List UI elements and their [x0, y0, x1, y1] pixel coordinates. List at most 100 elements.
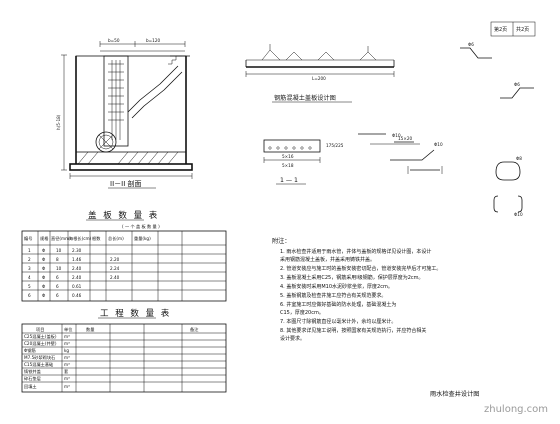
- note-line: 3. 盖板混凝土采用C25，钢筋采用I级钢筋，保护层厚度为2cm。: [280, 274, 424, 281]
- cell: 6: [56, 293, 59, 298]
- cell: 8: [56, 257, 59, 262]
- rebar-label-2: Φ6: [514, 82, 520, 87]
- quantity-header-2: 数量: [86, 326, 94, 333]
- cell: Φ: [42, 293, 46, 298]
- quantity-unit: m³: [64, 362, 70, 367]
- section-view: b=50 b=120 h(5-18): [56, 38, 193, 189]
- section-title: II－II 剖面: [110, 179, 141, 188]
- rebar-row: 1 Φ 10 2.30: [28, 248, 82, 253]
- cell: 2.20: [110, 257, 120, 262]
- quantity-item: C15混凝土基础: [24, 361, 53, 368]
- rebar-label-5: 175/225: [326, 143, 344, 148]
- rebar-row: 3 Φ 10 2.40 2.24: [28, 266, 120, 271]
- rebar-header-0: 编号: [24, 235, 32, 242]
- note-line: C15，厚度20cm。: [280, 309, 324, 316]
- quantity-unit: 套: [64, 368, 69, 375]
- rebar-header-2: 直径(mm): [51, 235, 71, 241]
- note-line: 1. 雨水检查井适用于雨水管，井体与盖板的规格详见设计图，本设计: [280, 248, 431, 255]
- dim-bottom-1: 5×16: [282, 154, 294, 159]
- rebar-label-7: Φ8: [516, 156, 522, 161]
- note-line: 采用钢筋混凝土盖板，井盖采用铸铁井盖。: [280, 256, 375, 263]
- cell: 5: [28, 284, 31, 289]
- quantity-unit: m³: [64, 384, 70, 389]
- note-line: 8. 其他要求详见施工说明，按照国家有关规范执行，并应符合相关: [280, 327, 426, 334]
- dim-left: h(5-18): [56, 114, 61, 130]
- cell: Φ: [42, 284, 46, 289]
- section-mark: 1 — 1: [280, 177, 298, 184]
- quantity-item: 碎石垫层: [24, 375, 41, 382]
- dim-top-1: b=50: [108, 38, 120, 43]
- quantity-item: C25混凝土(盖板): [24, 333, 57, 340]
- rebar-label-4: 15×20: [398, 136, 413, 141]
- quantity-table-title: 工 程 数 量 表: [100, 308, 171, 319]
- quantity-item: 铸铁井盖: [24, 368, 41, 375]
- cell: 2.40: [72, 275, 82, 280]
- notes: 附注： 1. 雨水检查井适用于雨水管，井体与盖板的规格详见设计图，本设计 采用钢…: [272, 237, 441, 342]
- quantity-item: Φ钢筋: [24, 347, 36, 354]
- cell: Φ: [42, 248, 46, 253]
- cell: Φ: [42, 266, 46, 271]
- cell: 6: [56, 284, 59, 289]
- note-line: 4. 盖板安装时采用M10水泥砂浆坐浆，厚度2cm。: [280, 283, 393, 290]
- cell: Φ: [42, 275, 46, 280]
- note-line: 设计要求。: [280, 335, 305, 342]
- quantity-unit: m³: [64, 334, 70, 339]
- quantity-header-3: 备注: [190, 326, 199, 333]
- total-label: 共2页: [516, 26, 529, 33]
- sheet-label: 第2页: [494, 26, 507, 33]
- rebar-row: 2 Φ 8 1.46 2.20: [28, 257, 120, 262]
- cell: 3: [28, 266, 31, 271]
- quantity-header-0: 项目: [36, 327, 44, 333]
- slab-view: L=200 Φ6 Φ6 钢筋混凝土盖板设计图 5×16 5×18 1 — 1 Φ…: [245, 42, 534, 217]
- quantity-table: 工 程 数 量 表 项目 单位 数量 备注 C25混凝土(盖板) m³ C20混…: [21, 308, 227, 393]
- rebar-header-5: 总长(m): [108, 235, 124, 242]
- cell: 1: [28, 248, 31, 253]
- rebar-row: 4 Φ 6 2.40 2.40: [28, 275, 120, 280]
- note-line: 2. 管道安装应与施工时的盖板安装密切配合，管道安装完毕后才可施工。: [280, 265, 441, 272]
- rebar-header-4: 根数: [92, 235, 101, 242]
- cell: 2.30: [72, 248, 82, 253]
- cell: 6: [28, 293, 31, 298]
- note-line: 5. 盖板钢筋及检查井施工应符合有关规范要求。: [280, 292, 386, 299]
- rebar-label-8: Φ10: [514, 212, 523, 217]
- watermark: zhulong.com: [484, 404, 548, 415]
- quantity-header-1: 单位: [64, 326, 72, 333]
- cell: 2: [28, 257, 31, 262]
- title-block: 第2页 共2页: [490, 21, 536, 37]
- dim-bottom-2: 5×18: [282, 163, 294, 168]
- quantity-unit: m³: [64, 341, 70, 346]
- rebar-table: 盖 板 数 量 表 ( 一 个 盖 板 数 量 ) 编号 规格 直径(mm) 每…: [21, 210, 227, 302]
- quantity-unit: kg: [64, 348, 69, 353]
- rebar-header-6: 重量(kg): [134, 235, 151, 242]
- quantity-item: 回填土: [24, 383, 37, 390]
- rebar-table-title: 盖 板 数 量 表: [88, 210, 159, 221]
- cell: 0.46: [72, 293, 82, 298]
- rebar-header-3: 每根长(cm): [69, 235, 92, 242]
- rebar-table-subtitle: ( 一 个 盖 板 数 量 ): [122, 223, 160, 230]
- quantity-item: C20混凝土(井壁): [24, 340, 57, 347]
- slab-title: 钢筋混凝土盖板设计图: [274, 94, 336, 102]
- dim-top-2: b=120: [146, 38, 160, 43]
- rebar-label-1: Φ6: [468, 42, 474, 47]
- cell: 2.40: [110, 275, 120, 280]
- rebar-row: 5 Φ 6 0.61: [28, 284, 82, 289]
- notes-heading: 附注：: [272, 237, 291, 245]
- cell: 10: [56, 248, 62, 253]
- quantity-unit: m³: [64, 355, 70, 360]
- rebar-label-3: Φ10: [392, 133, 401, 138]
- rebar-row: 6 Φ 6 0.46: [28, 293, 82, 298]
- cell: 10: [56, 266, 62, 271]
- cell: 1.46: [72, 257, 82, 262]
- drawing-title: 雨水检查井设计图: [430, 390, 480, 398]
- cell: 4: [28, 275, 31, 280]
- rebar-header-1: 规格: [40, 235, 49, 242]
- cell: 0.61: [72, 284, 82, 289]
- quantity-unit: m³: [64, 376, 70, 381]
- quantity-item: M7.5砂浆砌块石: [24, 354, 55, 361]
- cell: 6: [56, 275, 59, 280]
- rebar-label-6: Φ10: [434, 142, 443, 147]
- note-line: 7. 本图尺寸除钢筋直径以毫米计外，余均以厘米计。: [280, 318, 396, 325]
- cell: 2.40: [72, 266, 82, 271]
